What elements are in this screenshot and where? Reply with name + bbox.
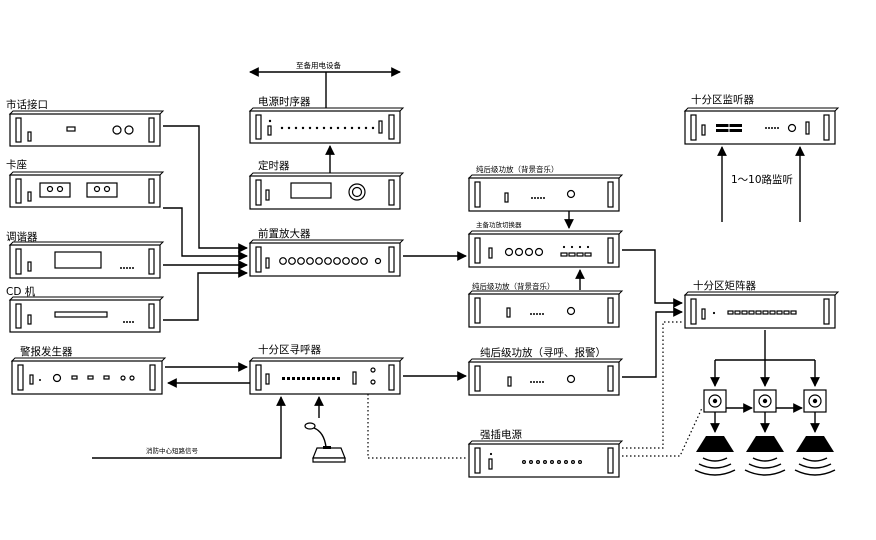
zone-monitor-label: 十分区监听器 bbox=[691, 93, 754, 106]
tuner-label: 调谐器 bbox=[6, 231, 38, 243]
tuner-device: 调谐器 bbox=[6, 231, 165, 279]
monitor-routes-label: 1～10路监听 bbox=[731, 173, 793, 186]
phone-interface-label: 市话接口 bbox=[6, 98, 48, 111]
speaker-2-icon bbox=[744, 436, 786, 476]
cassette-deck-label: 卡座 bbox=[6, 158, 27, 171]
zone-monitor-device: 十分区监听器 bbox=[683, 93, 840, 145]
cd-player-label: CD 机 bbox=[6, 285, 36, 298]
bg-music-amp-mid-device: 纯后级功放（背景音乐） bbox=[467, 281, 624, 328]
volume-control-2-icon bbox=[753, 389, 777, 413]
bg-music-amp-top-device: 纯后级功放（背景音乐） bbox=[467, 164, 624, 212]
speaker-1-icon bbox=[694, 436, 736, 476]
cassette-deck-device: 卡座 bbox=[6, 158, 165, 208]
timer-device: 定时器 bbox=[248, 159, 405, 210]
bg-amp-mid-label: 纯后级功放（背景音乐） bbox=[472, 281, 555, 291]
paging-alarm-amp-device: 纯后级功放（寻呼、报警） bbox=[467, 346, 624, 396]
paging-amp-label: 纯后级功放（寻呼、报警） bbox=[480, 346, 606, 359]
paging-microphone-icon bbox=[304, 422, 346, 463]
alarm-generator-device: 警报发生器 bbox=[10, 345, 167, 395]
preamplifier-device: 前置放大器 bbox=[248, 227, 405, 277]
speaker-3-icon bbox=[794, 436, 836, 476]
alarm-generator-label: 警报发生器 bbox=[20, 345, 73, 358]
volume-control-1-icon bbox=[703, 389, 727, 413]
to-equipment-label: 至备用电设备 bbox=[296, 60, 341, 70]
bg-amp-top-label: 纯后级功放（背景音乐） bbox=[476, 164, 559, 174]
volume-control-3-icon bbox=[803, 389, 827, 413]
power-sequencer-device: 电源时序器 bbox=[248, 95, 405, 144]
backup-amp-switcher-device: 主备功放切换器 bbox=[467, 220, 624, 268]
forced-power-label: 强插电源 bbox=[480, 428, 522, 441]
power-sequencer-label: 电源时序器 bbox=[258, 95, 311, 108]
backup-switcher-label: 主备功放切换器 bbox=[476, 220, 522, 229]
forced-insert-power-device: 强插电源 bbox=[467, 428, 624, 478]
timer-label: 定时器 bbox=[258, 159, 290, 172]
preamplifier-label: 前置放大器 bbox=[258, 227, 311, 240]
zone-pager-label: 十分区寻呼器 bbox=[258, 343, 321, 356]
zone-pager-device: 十分区寻呼器 bbox=[248, 343, 405, 395]
phone-interface-device: 市话接口 bbox=[6, 98, 165, 147]
cd-player-device: CD 机 bbox=[6, 285, 165, 333]
fire-center-signal-label: 消防中心短路信号 bbox=[146, 446, 199, 455]
zone-matrix-label: 十分区矩阵器 bbox=[693, 279, 756, 292]
zone-matrix-device: 十分区矩阵器 bbox=[683, 279, 840, 329]
